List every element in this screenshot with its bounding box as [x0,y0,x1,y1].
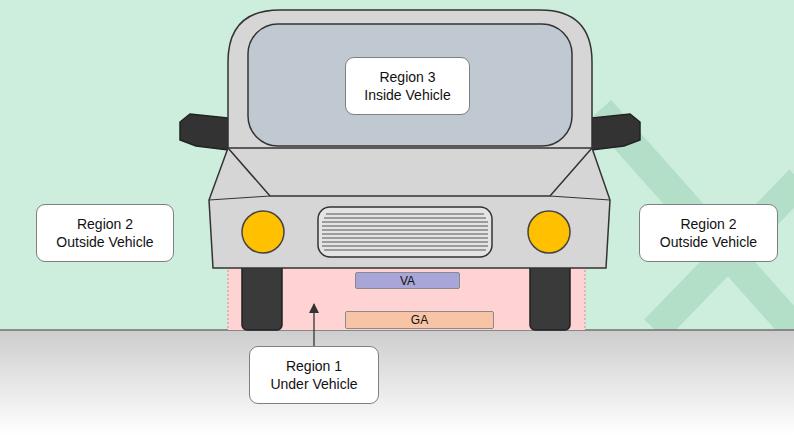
vehicle-body [209,148,610,268]
grille-slats [322,214,488,250]
node-subtitle: Outside Vehicle [56,233,153,251]
hood-edge [209,196,610,200]
leader-arrow [313,304,314,346]
headlight [242,211,284,253]
node-subtitle: Under Vehicle [270,375,357,393]
region-label-box: Region 1Under Vehicle [249,346,379,404]
node-title: Region 2 [680,215,736,233]
windshield [248,24,572,146]
grille [318,207,492,257]
node-title: Region 1 [286,357,342,375]
node-title: Region 2 [77,215,133,233]
node-title: VA [400,274,415,288]
hood [228,148,592,196]
wheel [242,258,282,330]
node-title: Region 3 [379,68,435,86]
ground-assembly-pad: GA [345,311,494,329]
vehicle-assembly-pad: VA [355,272,460,289]
region-boundary [228,266,229,330]
node-subtitle: Outside Vehicle [660,233,757,251]
wheel [530,258,570,330]
node-title: GA [411,313,428,327]
side-mirror [180,114,228,150]
headlight [528,211,570,253]
ground [0,330,794,435]
side-mirror [592,114,640,150]
region-label-box: Region 2Outside Vehicle [36,204,174,262]
node-subtitle: Inside Vehicle [364,86,450,104]
vehicle-roof [228,10,592,150]
region-label-box: Region 3Inside Vehicle [345,57,470,115]
region-label-box: Region 2Outside Vehicle [639,204,778,262]
region-boundary [585,266,586,330]
